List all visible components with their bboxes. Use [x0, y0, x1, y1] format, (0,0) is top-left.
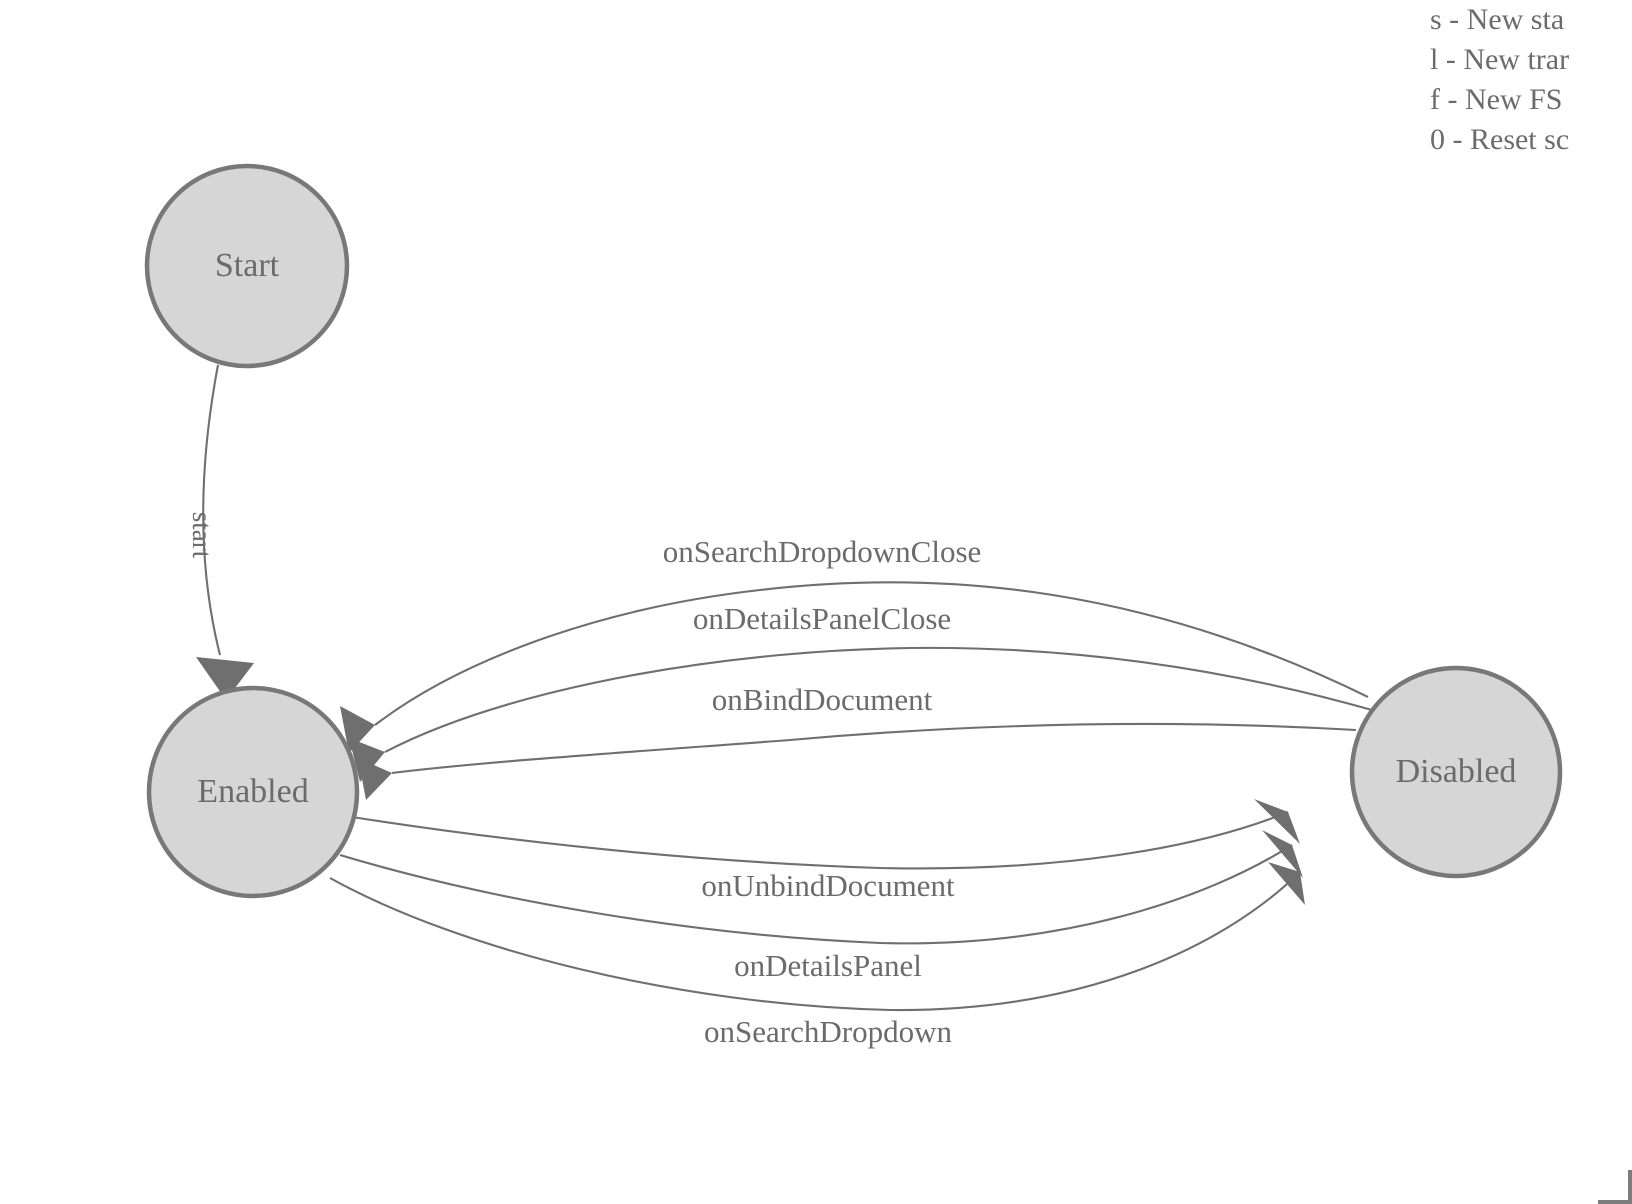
- help-line-new-transition: l - New trar: [1430, 43, 1570, 76]
- state-node-disabled-label: Disabled: [1396, 753, 1517, 790]
- state-node-enabled-label: Enabled: [197, 773, 308, 810]
- help-line-new-state: s - New sta: [1430, 3, 1565, 36]
- resize-corner-mark[interactable]: [1598, 1170, 1632, 1204]
- edge-path-onDetailsPanelClose: [384, 646, 1373, 753]
- state-node-start[interactable]: Start: [144, 163, 350, 369]
- edge-path-onSearchDropdownClose: [374, 581, 1369, 726]
- edge-arrowhead-onDetailsPanel: [1262, 830, 1303, 878]
- state-node-disabled-circle: [1349, 665, 1563, 879]
- edge-label-onDetailsPanel: onDetailsPanel: [734, 948, 922, 983]
- edge-label-onSearchDropdownClose: onSearchDropdownClose: [663, 534, 982, 569]
- state-node-enabled[interactable]: Enabled: [146, 685, 360, 899]
- edge-path-onUnbindDocument: [351, 811, 1289, 870]
- edge-arrowhead-onSearchDropdown: [1268, 862, 1305, 905]
- state-node-enabled-circle: [146, 685, 360, 899]
- edge-label-onBindDocument: onBindDocument: [712, 682, 933, 717]
- edge-arrowhead-start: [196, 657, 254, 700]
- edge-arrowhead-onDetailsPanelClose: [349, 738, 385, 782]
- edge-onUnbindDocument[interactable]: [351, 799, 1300, 870]
- edge-arrowhead-onUnbindDocument: [1254, 799, 1300, 844]
- edge-start[interactable]: [196, 364, 254, 700]
- edge-arrowhead-onSearchDropdownClose: [340, 706, 375, 753]
- edge-label-onDetailsPanelClose: onDetailsPanelClose: [693, 601, 951, 636]
- edge-path-onSearchDropdown: [329, 871, 1301, 1012]
- edge-onDetailsPanel[interactable]: [339, 830, 1303, 945]
- state-node-start-label: Start: [215, 247, 280, 284]
- edge-onSearchDropdown[interactable]: [329, 862, 1305, 1012]
- edge-label-start: start: [187, 512, 217, 559]
- edge-path-onBindDocument: [391, 722, 1357, 775]
- state-node-start-circle: [144, 163, 350, 369]
- state-node-disabled[interactable]: Disabled: [1349, 665, 1563, 879]
- edge-label-onSearchDropdown: onSearchDropdown: [704, 1014, 952, 1049]
- edge-onSearchDropdownClose[interactable]: [340, 581, 1369, 753]
- edge-label-onUnbindDocument: onUnbindDocument: [701, 868, 955, 903]
- edge-path-onDetailsPanel: [339, 844, 1293, 945]
- edge-arrowhead-onBindDocument: [358, 758, 392, 800]
- help-line-new-fsm: f - New FS: [1430, 83, 1563, 116]
- help-line-reset: 0 - Reset sc: [1430, 123, 1570, 156]
- keyboard-shortcuts-help: s - New sta l - New trar f - New FS 0 - …: [1430, 0, 1632, 160]
- edge-path-start: [202, 364, 222, 656]
- edge-onBindDocument[interactable]: [358, 722, 1357, 800]
- edge-onDetailsPanelClose[interactable]: [349, 646, 1373, 782]
